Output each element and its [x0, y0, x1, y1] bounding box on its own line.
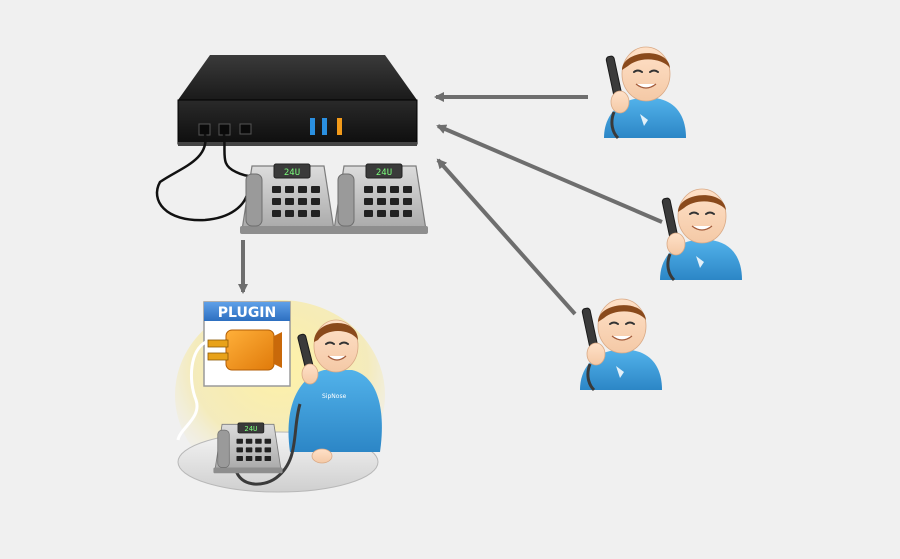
arrow-caller-3-to-pbx	[436, 158, 577, 316]
phone-display: 24U	[284, 168, 300, 178]
status-led-blue	[322, 118, 327, 135]
phone-cable	[155, 133, 250, 222]
power-plug-icon	[207, 329, 282, 371]
status-led-blue	[310, 118, 315, 135]
phone-display: 24U	[244, 424, 257, 433]
agent-workstation: PLUGIN SipNose 24U	[175, 300, 385, 493]
phone-display: 24U	[376, 168, 392, 178]
plugin-title: PLUGIN	[218, 305, 276, 321]
ethernet-port-icon	[198, 123, 252, 136]
shirt-badge: SipNose	[322, 393, 347, 400]
status-led-orange	[337, 118, 342, 135]
caller-person	[602, 45, 688, 140]
caller-person	[578, 297, 664, 392]
plugin-window: PLUGIN	[203, 301, 291, 387]
desk-phone: 24U	[331, 163, 429, 235]
desk-phone: 24U	[213, 422, 283, 474]
arrow-caller-2-to-pbx	[436, 124, 663, 224]
agent-person: SipNose	[234, 319, 382, 486]
caller-person	[658, 187, 744, 282]
desk-phone: 24U	[239, 163, 337, 235]
pbx-device	[177, 55, 418, 146]
phone-cable	[176, 340, 207, 441]
